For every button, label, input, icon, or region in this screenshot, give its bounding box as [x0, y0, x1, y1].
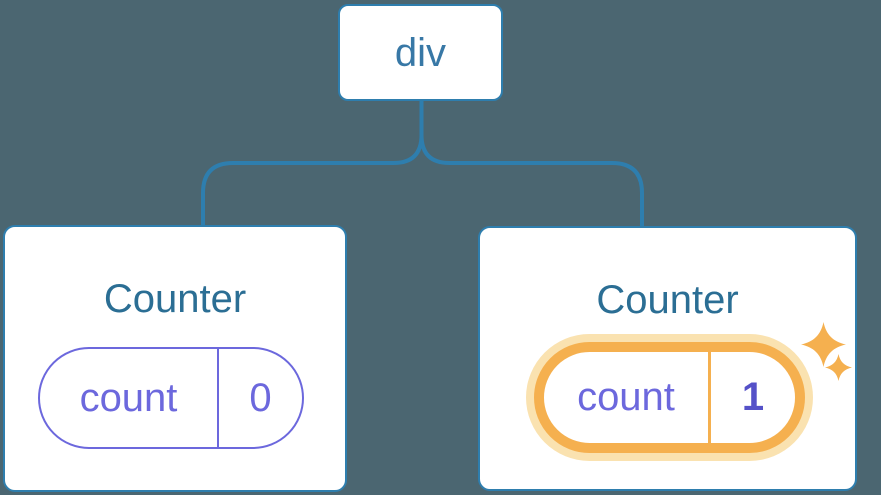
sparkle-icon — [801, 322, 846, 367]
state-key-left: count — [40, 349, 219, 447]
root-node-label: div — [394, 30, 447, 75]
state-value-right: 1 — [741, 375, 765, 419]
counter-title-left: Counter — [103, 277, 247, 321]
root-node-div: div — [338, 4, 503, 101]
state-value-left: 0 — [249, 375, 272, 420]
connector-right-branch — [419, 100, 644, 227]
counter-title-right: Counter — [596, 278, 739, 322]
sparkle-icon — [825, 354, 852, 381]
state-pill-left: count 0 — [38, 347, 304, 449]
state-pill-right-highlighted: count 1 — [534, 342, 805, 453]
counter-node-right: Counter count 1 — [478, 226, 857, 491]
counter-node-left: Counter count 0 — [3, 225, 347, 492]
connector-left-branch — [201, 100, 424, 227]
state-key-right: count — [544, 352, 711, 443]
